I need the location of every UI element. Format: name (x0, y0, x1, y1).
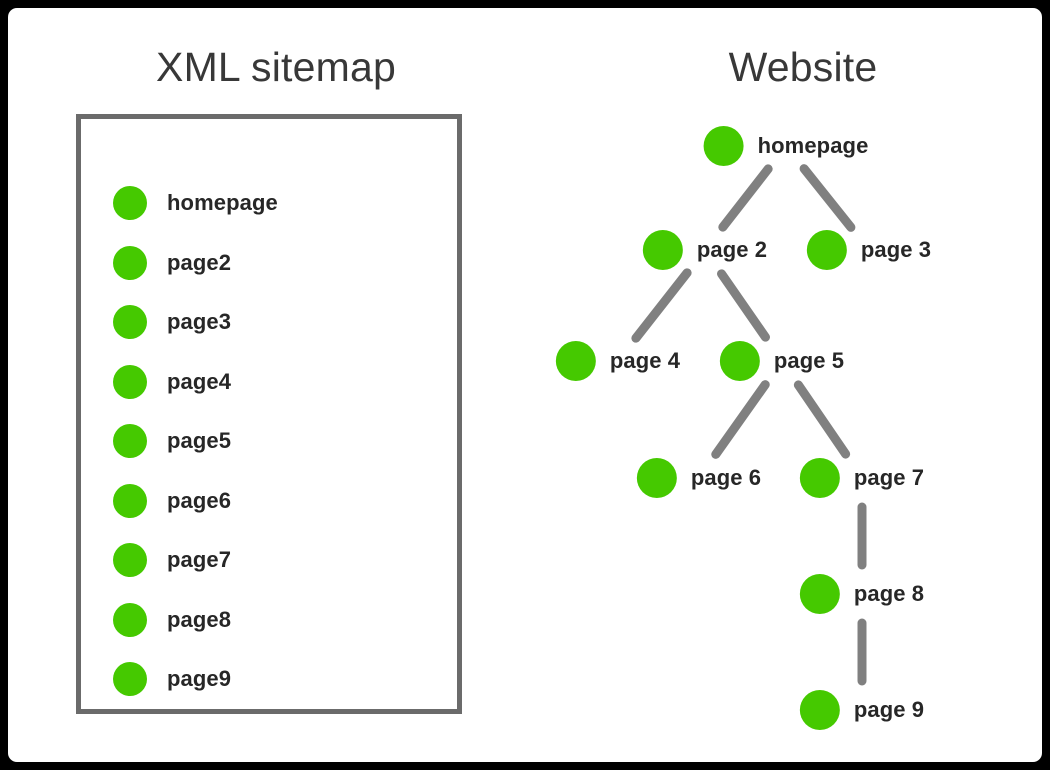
sitemap-list-item-label: page9 (167, 666, 232, 691)
xml-sitemap-title: XML sitemap (156, 44, 396, 90)
sitemap-list-item-label: page8 (167, 606, 232, 632)
green-dot-icon (113, 245, 147, 280)
green-dot-icon (113, 602, 147, 637)
sitemap-list-item[interactable]: page8 (113, 600, 231, 640)
tree-edge-homepage-page3 (799, 164, 856, 232)
green-dot-icon (113, 483, 147, 518)
sitemap-list-item[interactable]: page9 (113, 659, 231, 699)
sitemap-list-item-label: page7 (167, 547, 232, 572)
sitemap-list-item[interactable]: homepage (113, 183, 278, 223)
sitemap-list-item[interactable]: page2 (113, 243, 231, 283)
sitemap-list-item[interactable]: page7 (113, 540, 231, 580)
sitemap-list-item[interactable]: page3 (113, 302, 231, 342)
sitemap-list-item[interactable]: page5 (113, 421, 231, 461)
sitemap-list-item-label: homepage (167, 190, 278, 215)
green-dot-icon (113, 424, 147, 458)
green-dot-icon (113, 543, 147, 577)
sitemap-list-item-label: page5 (167, 428, 232, 453)
sitemap-list-item-label: page2 (167, 249, 232, 275)
sitemap-list-item[interactable]: page4 (113, 362, 231, 402)
green-dot-icon (113, 186, 147, 220)
tree-edge-page2-page4 (631, 268, 692, 343)
tree-edge-page2-page5 (717, 269, 770, 342)
xml-sitemap-box: homepage page2 page3 page4 page5 page6 page7 pa… (76, 114, 462, 714)
green-dot-icon (113, 305, 147, 339)
sitemap-list-item-label: page4 (167, 368, 232, 394)
tree-edge-page5-page6 (711, 380, 770, 459)
green-dot-icon (113, 662, 147, 696)
sitemap-list-item-label: page3 (167, 309, 232, 334)
tree-edges (631, 164, 867, 686)
sitemap-list-item-label: page6 (167, 487, 232, 513)
green-dot-icon (113, 364, 147, 399)
diagram-sheet: XML sitemap homepage page2 page3 page4 page5… (8, 8, 1042, 762)
sitemap-list-item[interactable]: page6 (113, 481, 231, 521)
tree-edge-homepage-page2 (718, 164, 773, 232)
tree-edge-page5-page7 (793, 380, 851, 459)
website-title: Website (728, 44, 878, 90)
